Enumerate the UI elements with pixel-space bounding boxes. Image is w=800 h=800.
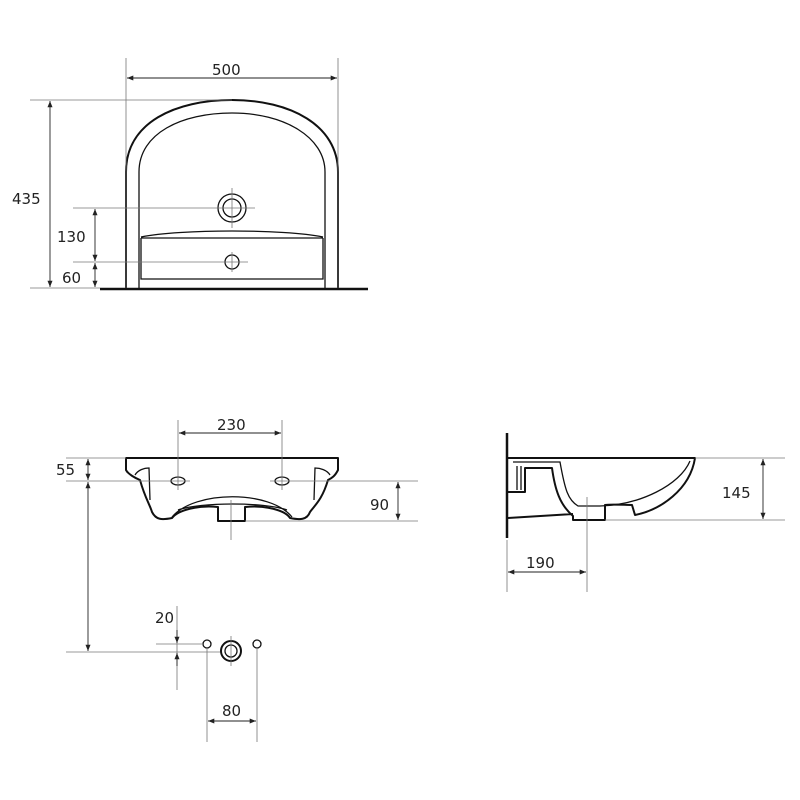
bolt-hole-right — [252, 639, 262, 649]
height-label: 435 — [12, 190, 41, 208]
offset-label: 20 — [155, 609, 174, 627]
top-view: 230 55 90 — [56, 416, 418, 651]
side-view: 145 190 — [505, 433, 785, 592]
basin-side-outline — [507, 457, 696, 521]
depth-label: 145 — [722, 484, 751, 502]
basin-section-outline — [125, 457, 339, 522]
tap-spacing-label: 230 — [217, 416, 246, 434]
basin-inner-outline — [138, 112, 326, 288]
bolt-hole-left — [202, 639, 212, 649]
tap-hole-height-label: 130 — [57, 228, 86, 246]
overflow-height-label: 60 — [62, 269, 81, 287]
fixing-view: 20 80 — [66, 606, 262, 742]
bolt-spacing-label: 80 — [222, 702, 241, 720]
width-label: 500 — [212, 61, 241, 79]
rim-to-holes-label: 55 — [56, 461, 75, 479]
hole-to-bottom-label: 90 — [370, 496, 389, 514]
bowl-front-edge — [140, 230, 324, 280]
front-view: 500 435 130 60 — [12, 58, 368, 291]
wall-to-drain-label: 190 — [526, 554, 555, 572]
